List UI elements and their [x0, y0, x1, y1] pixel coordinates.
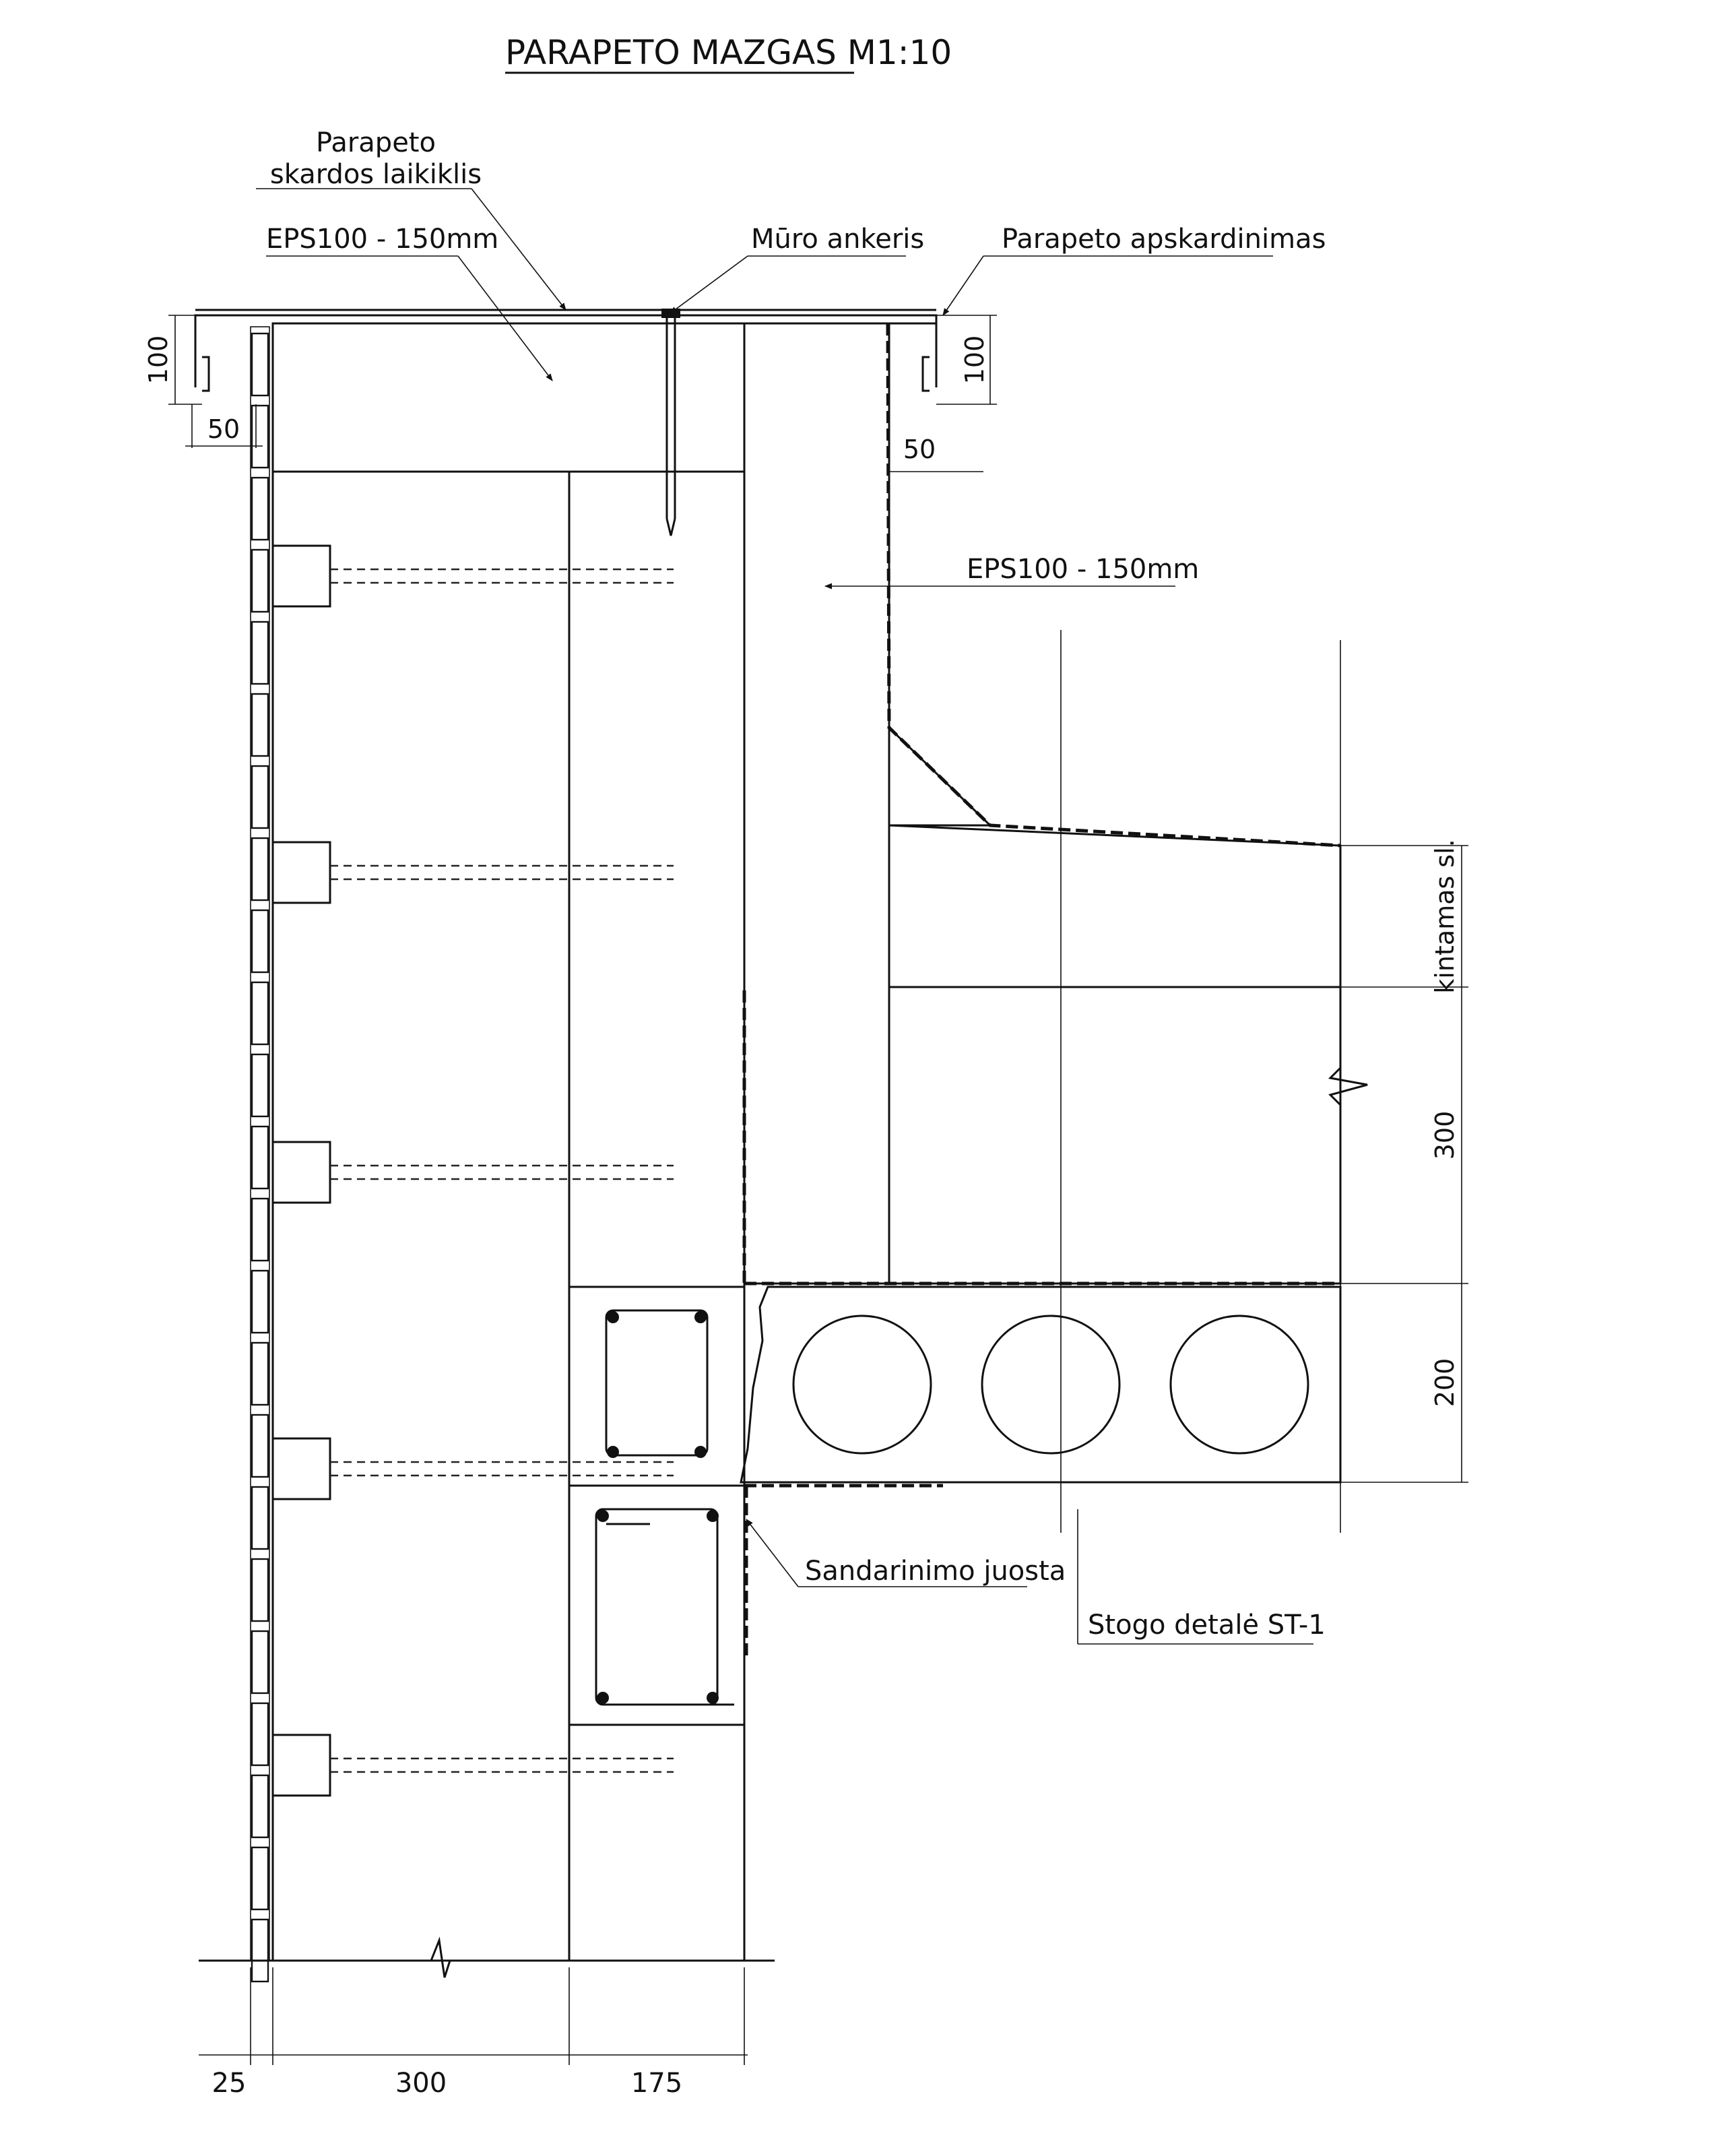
cladding-tile — [251, 548, 269, 613]
label-sheet-holder-line2: skardos laikiklis — [270, 159, 482, 190]
cladding-tile — [251, 1197, 269, 1262]
label-roof-detail: Stogo detalė ST-1 — [1088, 1610, 1326, 1641]
anchor-plate — [271, 841, 331, 904]
cladding-tile — [251, 765, 269, 829]
parapet-flashing — [194, 314, 938, 387]
rebar-bar — [694, 1446, 707, 1458]
rebar-bar — [597, 1692, 609, 1704]
waterproofing-membrane — [886, 323, 1341, 848]
dim-insulation: 300 — [395, 2068, 447, 2099]
cladding-tiles — [251, 332, 269, 1983]
label-parapet-flashing: Parapeto apskardinimas — [1002, 224, 1326, 255]
cladding-tile — [251, 1341, 269, 1406]
roof-break-line — [1328, 1067, 1368, 1106]
cladding-tile — [251, 1918, 269, 1983]
cladding-tile — [251, 1269, 269, 1334]
cladding-tile — [251, 332, 269, 397]
dim-roof-insulation: 300 — [1430, 1111, 1460, 1160]
slab-void — [1169, 1314, 1309, 1455]
dim-left-overhang: 50 — [207, 414, 240, 444]
roof-variable-insulation — [888, 824, 1342, 988]
roof-insulation-300 — [888, 986, 1342, 1285]
wall-anchor-tip — [665, 518, 676, 536]
rebar-bar — [607, 1311, 619, 1323]
flashing-drip-left — [202, 356, 210, 392]
cladding-tile — [251, 476, 269, 541]
rebar-stirrup-lower — [595, 1508, 719, 1706]
rebar-stirrup-upper — [605, 1309, 709, 1457]
dim-right-overhang: 50 — [903, 435, 936, 464]
cladding-tile — [251, 1558, 269, 1622]
cladding-tile — [251, 1702, 269, 1767]
rebar-bar — [694, 1311, 707, 1323]
cladding-tile — [251, 621, 269, 685]
dim-top-right-height: 100 — [960, 336, 989, 385]
rebar-bar — [707, 1510, 719, 1522]
label-sealing-tape: Sandarinimo juosta — [805, 1556, 1066, 1587]
anchor-plate — [271, 544, 331, 608]
rebar-bar — [707, 1692, 719, 1704]
anchor-plate — [271, 1734, 331, 1797]
dimension-lines — [168, 315, 1468, 2065]
slab-void — [792, 1314, 932, 1455]
cladding-tile — [251, 1486, 269, 1550]
parapet-top-eps-block — [271, 322, 746, 473]
cladding-tile — [251, 404, 269, 469]
dim-variable-layer: kintamas sl. — [1430, 839, 1460, 993]
cladding-tile — [251, 837, 269, 901]
rebar-bar — [607, 1446, 619, 1458]
anchor-plate — [271, 1437, 331, 1500]
rebar-bar — [597, 1510, 609, 1522]
wall-break-line — [430, 1936, 451, 1978]
drawing-title: PARAPETO MAZGAS M1:10 — [505, 33, 952, 72]
cladding-tile — [251, 1053, 269, 1118]
label-wall-anchor: Mūro ankeris — [751, 224, 924, 255]
label-eps-top: EPS100 - 150mm — [266, 224, 498, 255]
dim-cladding: 25 — [212, 2068, 247, 2099]
dim-top-left-height: 100 — [143, 336, 173, 385]
anchor-dowels — [330, 568, 674, 1773]
leader-lines — [256, 188, 1313, 1645]
cladding-tile — [251, 1846, 269, 1911]
label-sheet-holder-line1: Parapeto — [316, 127, 436, 158]
label-eps-right: EPS100 - 150mm — [967, 554, 1199, 585]
masonry-wall-lower — [568, 1723, 746, 1962]
ring-beam — [568, 1286, 746, 1726]
flashing-drip-right — [921, 356, 930, 392]
exterior-insulation-layer — [271, 470, 571, 1962]
cladding-tile — [251, 1774, 269, 1839]
dim-masonry: 175 — [631, 2068, 682, 2099]
slab-void — [981, 1314, 1121, 1455]
cladding-tile — [251, 1414, 269, 1478]
cladding-tile — [251, 981, 269, 1046]
cladding-tile — [251, 1125, 269, 1190]
cladding-tile — [251, 1630, 269, 1694]
cladding-tile — [251, 693, 269, 757]
cladding-tile — [251, 909, 269, 974]
dim-slab: 200 — [1430, 1358, 1460, 1407]
anchor-plate — [271, 1141, 331, 1204]
parapet-inner-eps — [743, 322, 890, 1285]
